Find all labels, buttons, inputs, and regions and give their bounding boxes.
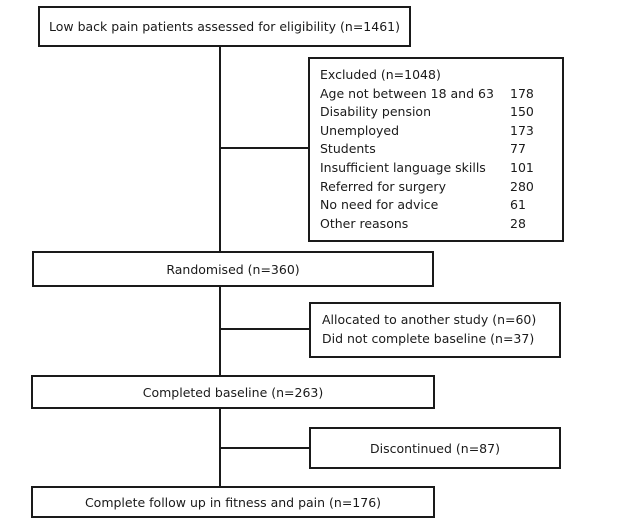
- followup-label: Complete follow up in fitness and pain (…: [84, 494, 382, 510]
- excluded-reason: Disability pension 150: [320, 104, 534, 120]
- randomised-box: Randomised (n=360): [32, 251, 434, 287]
- excluded-connector: [219, 147, 308, 149]
- allocation-line: Allocated to another study (n=60): [322, 312, 537, 327]
- assessed-box: Low back pain patients assessed for elig…: [38, 6, 411, 47]
- assessed-label: Low back pain patients assessed for elig…: [49, 19, 400, 34]
- excluded-reason: No need for advice 61: [320, 197, 526, 213]
- randomised-label: Randomised (n=360): [166, 261, 300, 277]
- excluded-box: Excluded (n=1048) Age not between 18 and…: [308, 57, 564, 242]
- discontinued-label: Discontinued (n=87): [370, 440, 500, 456]
- followup-box: Complete follow up in fitness and pain (…: [31, 486, 435, 518]
- excluded-reason: Other reasons 28: [320, 215, 526, 231]
- discontinued-box: Discontinued (n=87): [309, 427, 561, 469]
- allocation-box: Allocated to another study (n=60) Did no…: [309, 302, 561, 358]
- excluded-reason: Unemployed 173: [320, 122, 534, 138]
- allocation-connector: [219, 328, 309, 330]
- excluded-reason: Students 77: [320, 141, 526, 157]
- excluded-reason: Age not between 18 and 63 178: [320, 85, 534, 101]
- allocation-line: Did not complete baseline (n=37): [322, 331, 535, 346]
- excluded-reason: Insufficient language skills 101: [320, 159, 534, 175]
- baseline-label: Completed baseline (n=263): [142, 384, 324, 400]
- discontinued-connector: [219, 447, 309, 449]
- baseline-box: Completed baseline (n=263): [31, 375, 435, 409]
- excluded-title: Excluded (n=1048): [320, 67, 441, 82]
- excluded-reason: Referred for surgery 280: [320, 178, 534, 194]
